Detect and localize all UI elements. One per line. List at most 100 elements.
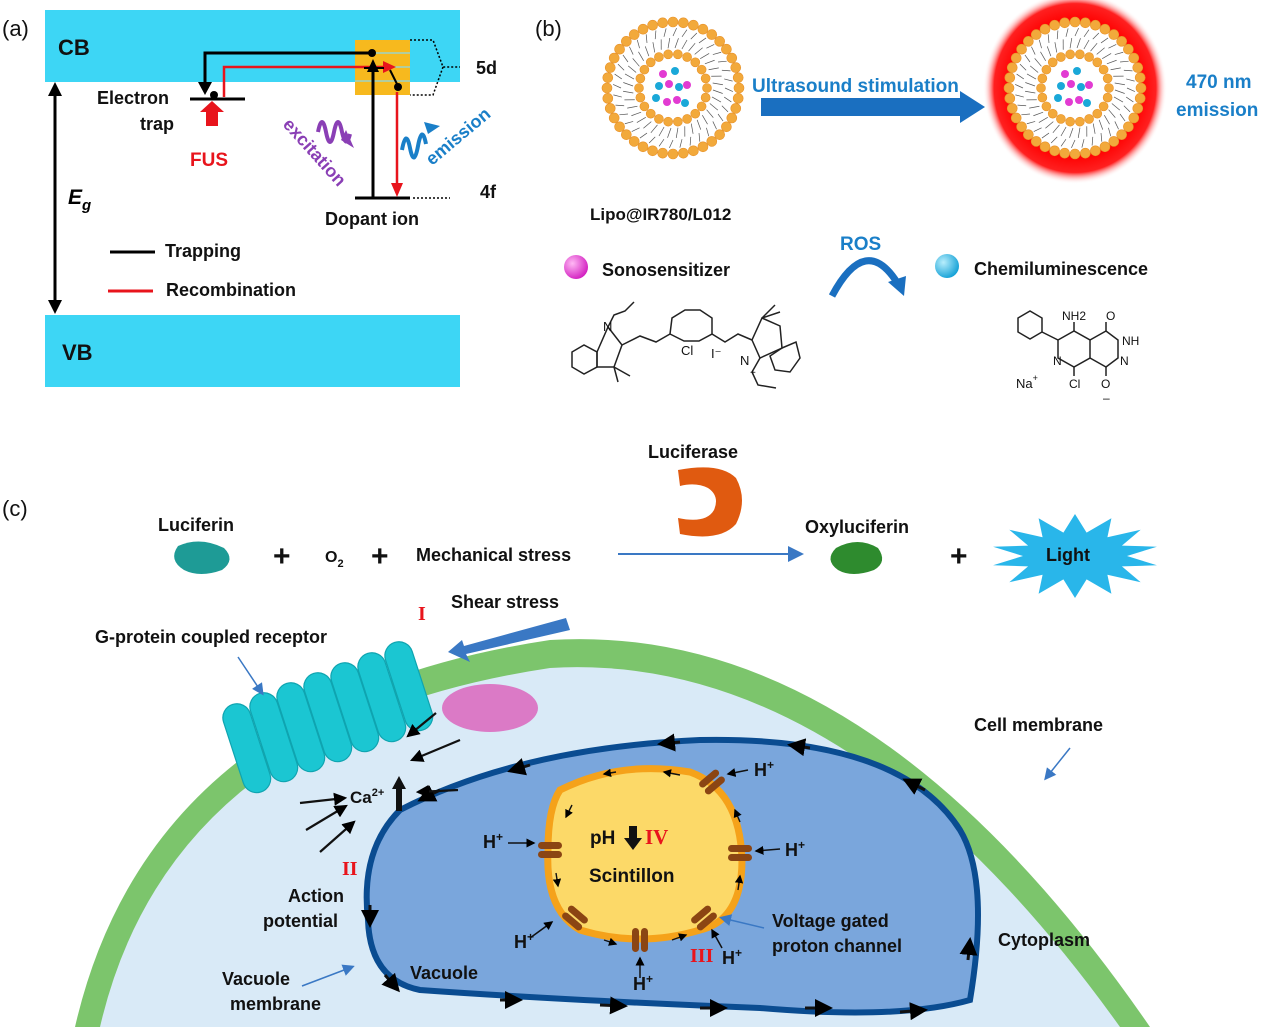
channel-subunit <box>728 845 752 852</box>
proton-charge: + <box>646 972 653 986</box>
cell-membrane-label: Cell membrane <box>974 715 1103 735</box>
ultrasound-label: Ultrasound stimulation <box>752 76 959 97</box>
channel-subunit <box>641 928 648 952</box>
proton-charge: + <box>496 830 503 844</box>
ph-down-arrow <box>624 826 642 850</box>
l012-na: Na+ <box>1016 373 1038 391</box>
light-burst-icon <box>993 514 1157 598</box>
lipid-tail <box>1025 82 1036 87</box>
luciferin-shape <box>174 541 230 574</box>
lipid-tail <box>1114 51 1124 55</box>
lipid-head-outer <box>601 82 613 94</box>
proton-channel-icon <box>632 928 648 952</box>
lipid-head-outer <box>730 62 742 73</box>
proton-label: H+ <box>785 838 805 860</box>
lipid-tail <box>1045 121 1054 129</box>
proton-channel-icon <box>562 905 588 931</box>
gpcr-label: G-protein coupled receptor <box>95 627 327 647</box>
channel-subunit <box>632 928 639 952</box>
scintillon-flow-arrows <box>552 768 744 946</box>
lipid-tail <box>1077 127 1081 138</box>
lipid-head-outer <box>1016 121 1027 133</box>
lipid-tail <box>1056 30 1059 40</box>
lipid-head-inner <box>673 49 683 60</box>
panel-c: (c) Luciferin + O2 + Mechanical stress L… <box>2 442 1157 1027</box>
gpcr-helix <box>330 662 380 753</box>
lipid-head-outer <box>1059 17 1070 29</box>
lipid-tail <box>1110 67 1121 71</box>
lipid-tail <box>644 46 650 57</box>
lipid-tail <box>1016 73 1024 80</box>
cytoplasm-label: Cytoplasm <box>998 930 1090 950</box>
gpcr-pointer <box>237 656 264 696</box>
luciferin-label: Luciferin <box>158 515 234 535</box>
sonosensitizer-particle <box>659 70 667 78</box>
lipid-tail <box>617 63 625 71</box>
ros-curved-arrow <box>828 257 901 298</box>
chemiluminescence-particle <box>1077 83 1085 91</box>
lipid-tail <box>1026 121 1036 125</box>
eg-label: Eg <box>68 186 91 214</box>
lipid-head-inner <box>1084 114 1094 124</box>
lipid-head-inner <box>1065 49 1075 60</box>
vacuole-flow-arrow <box>959 937 978 961</box>
calcium-flux-arrow <box>409 738 461 762</box>
lipid-head-outer <box>637 141 649 153</box>
lipid-head-inner <box>1056 114 1066 124</box>
lipid-head-outer <box>1116 36 1127 47</box>
lipid-tail <box>1096 47 1105 55</box>
lipid-head-inner <box>1075 116 1085 127</box>
ir780-cl: Cl <box>681 343 693 358</box>
lipid-head-outer <box>1010 52 1022 64</box>
lipid-tail <box>1119 60 1129 63</box>
chemiluminescence-particle <box>671 67 679 75</box>
channel-subunit <box>562 912 583 931</box>
lipid-tail <box>648 136 656 144</box>
action-potential-label-2: potential <box>263 911 338 931</box>
lipid-tail <box>708 67 719 71</box>
lipid-head-outer <box>706 136 718 147</box>
proton-influx-arrow <box>754 845 781 855</box>
sonosensitizer-label: Sonosensitizer <box>602 260 730 280</box>
lipid-tail <box>612 84 622 89</box>
lipid-head-inner <box>645 108 656 119</box>
panel-b: (b) Ultrasound stimulation 470 nm emissi… <box>535 0 1258 405</box>
lipid-tail <box>1102 53 1112 59</box>
lipid-tail <box>717 113 724 122</box>
lipid-tail <box>623 82 634 87</box>
lipid-tail <box>669 139 674 149</box>
panel-a-label: (a) <box>2 16 29 41</box>
lipid-tail <box>1029 65 1039 73</box>
lipid-tail <box>690 32 698 40</box>
lipid-head-inner <box>690 57 701 68</box>
proton-channels <box>538 769 752 952</box>
lipid-head-inner <box>696 101 707 112</box>
proton-channel-icon <box>728 845 752 861</box>
proton-channel-icon <box>691 905 717 931</box>
shear-stress-label: Shear stress <box>451 592 559 612</box>
lipid-head-inner <box>1084 52 1094 62</box>
proton-channel-icon <box>538 842 562 858</box>
gpcr-helix <box>276 682 326 773</box>
plus-2: + <box>371 540 389 573</box>
emission-label: emission <box>422 104 495 169</box>
lipid-tail <box>1108 109 1116 118</box>
lipid-head-inner <box>639 101 650 112</box>
lipid-tail <box>706 44 715 49</box>
chemiluminescence-particle <box>1073 67 1081 75</box>
lipid-tail <box>1126 96 1134 103</box>
proton-symbol: H <box>754 760 767 780</box>
lipid-tail <box>639 132 648 139</box>
chemiluminescence-particle <box>675 83 683 91</box>
lipid-tail <box>627 65 637 73</box>
lipid-head-outer <box>732 93 744 104</box>
lipid-head-outer <box>1134 93 1146 104</box>
lipid-tail <box>643 121 652 129</box>
lipid-tail <box>1054 42 1058 53</box>
lipid-tail <box>700 53 710 59</box>
lipid-head-outer <box>678 17 689 29</box>
calcium-up-arrow <box>392 776 406 811</box>
trapped-electron <box>210 91 218 99</box>
lipid-head-outer <box>1090 19 1101 31</box>
lipid-head-inner <box>1098 64 1109 75</box>
